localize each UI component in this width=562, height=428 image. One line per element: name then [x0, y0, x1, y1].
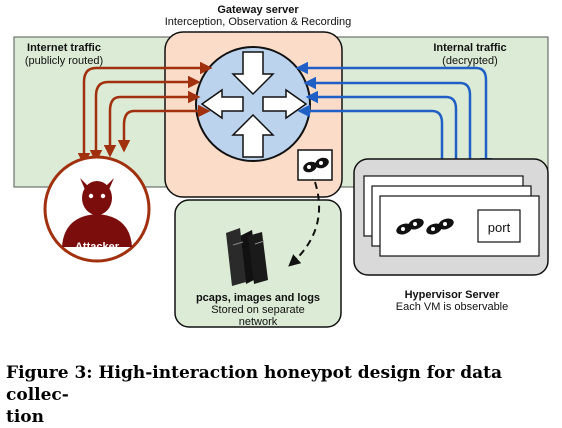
- internet-traffic-arrows: [77, 61, 213, 166]
- internet-traffic-subtitle: (publicly routed): [25, 55, 103, 67]
- internet-arrow-inner-1: [103, 90, 201, 158]
- internal-traffic-arrows: [295, 61, 493, 195]
- honeypot-diagram: port Attacker Gateway server Interceptio…: [13, 4, 549, 328]
- router-icon: [195, 46, 311, 162]
- port-label: port: [488, 220, 511, 235]
- internal-traffic-title: Internal traffic: [433, 42, 506, 54]
- storage-line-2: network: [239, 316, 278, 328]
- internet-traffic-title: Internet traffic: [27, 42, 101, 54]
- gateway-camera-icon: [297, 149, 333, 181]
- books-icon: [226, 228, 268, 286]
- internet-arrow-inner-2: [117, 104, 211, 153]
- internal-arrow-outer: [295, 61, 493, 171]
- attacker-label: Attacker: [75, 241, 120, 253]
- internet-arrow-outer: [77, 61, 213, 166]
- hypervisor-subtitle: Each VM is observable: [396, 301, 509, 313]
- port-box: [477, 209, 521, 243]
- figure-caption: Figure 3: High-interaction honeypot desi…: [6, 362, 558, 428]
- caption-line-2: tion: [6, 407, 45, 427]
- internal-arrow-inner-1: [305, 90, 463, 189]
- gateway-subtitle: Interception, Observation & Recording: [165, 16, 352, 28]
- vm-camera-icon: [396, 218, 424, 235]
- caption-line-1: Figure 3: High-interaction honeypot desi…: [6, 363, 502, 405]
- vm-camera-icon: [426, 218, 454, 235]
- internal-arrow-inner-2: [297, 104, 449, 195]
- internal-traffic-subtitle: (decrypted): [442, 55, 498, 67]
- storage-title: pcaps, images and logs: [196, 292, 320, 304]
- hypervisor-title: Hypervisor Server: [405, 289, 500, 301]
- internal-arrow-middle: [303, 76, 477, 183]
- internet-arrow-middle: [89, 75, 201, 163]
- devil-icon: [62, 178, 132, 247]
- storage-line-1: Stored on separate: [211, 304, 305, 316]
- gateway-title: Gateway server: [217, 4, 299, 16]
